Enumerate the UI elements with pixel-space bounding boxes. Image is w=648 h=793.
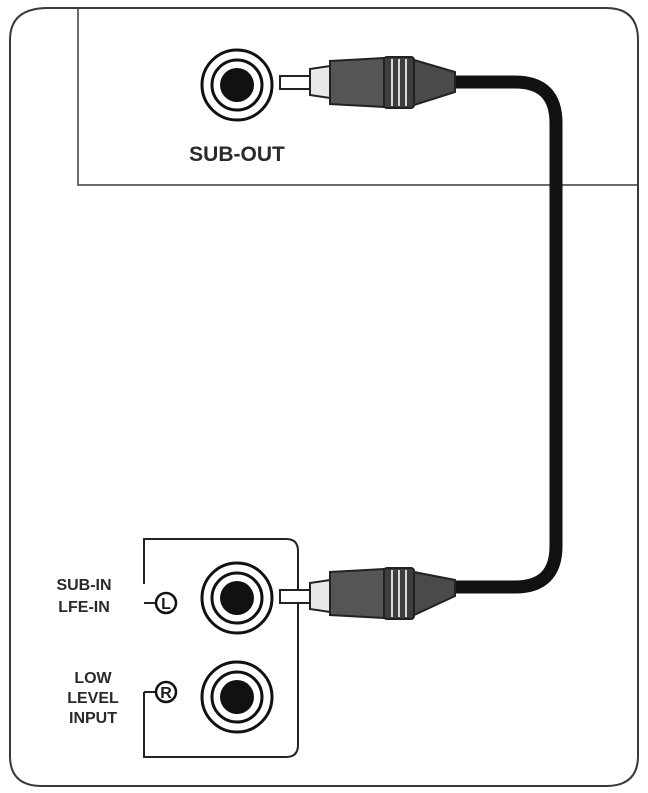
input-label: INPUT [69, 710, 117, 727]
right-channel-letter: R [160, 685, 172, 702]
top-rca-plug [279, 56, 456, 109]
level-label: LEVEL [67, 690, 119, 707]
sub-out-jack [200, 48, 274, 122]
right-channel-badge: R [154, 680, 178, 704]
sub-in-label: SUB-IN [56, 577, 111, 594]
left-channel-letter: L [161, 596, 171, 613]
bottom-rca-plug [279, 567, 456, 620]
rca-cable [443, 75, 563, 594]
left-channel-badge: L [154, 591, 178, 615]
sub-in-left-jack [200, 561, 274, 635]
sub-out-label: SUB-OUT [189, 143, 285, 166]
low-label: LOW [74, 670, 112, 687]
sub-in-right-jack [200, 660, 274, 734]
sub-in-bracket [143, 538, 299, 758]
lfe-in-label: LFE-IN [58, 599, 110, 616]
receiver-panel [77, 8, 638, 186]
